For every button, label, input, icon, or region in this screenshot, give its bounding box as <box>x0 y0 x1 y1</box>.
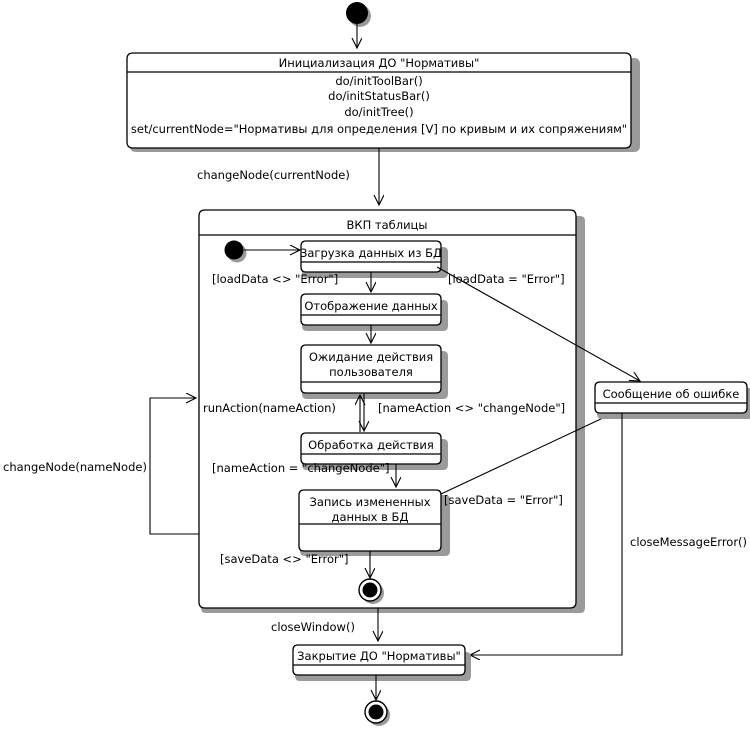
state-wait-action[interactable]: Ожидание действия пользователя <box>300 344 448 399</box>
state-init[interactable]: Инициализация ДО "Нормативы" do/initTool… <box>126 52 640 152</box>
start-node <box>346 2 371 27</box>
state-wait-action-label-line1: Ожидание действия <box>309 350 433 364</box>
state-close[interactable]: Закрытие ДО "Нормативы" <box>292 644 471 681</box>
state-save-data-label-line2: данных в БД <box>332 510 409 524</box>
edge-composite-self-loop <box>149 398 199 535</box>
state-init-action-2: do/initTree() <box>344 105 413 119</box>
state-process-action[interactable]: Обработка действия <box>300 432 448 470</box>
state-wait-action-label-line2: пользователя <box>329 365 413 379</box>
final-node <box>364 700 390 726</box>
inner-start-node <box>224 240 247 263</box>
state-show-data-label: Отображение данных <box>304 299 438 313</box>
state-show-data[interactable]: Отображение данных <box>300 293 448 331</box>
label-runAction: runAction(nameAction) <box>203 401 336 415</box>
state-process-action-label: Обработка действия <box>308 438 434 452</box>
label-loadData-ok: [loadData <> "Error"] <box>212 272 338 286</box>
state-load-data[interactable]: Загрузка данных из БД <box>300 240 448 278</box>
state-init-action-0: do/initToolBar() <box>335 74 422 88</box>
state-close-label: Закрытие ДО "Нормативы" <box>297 649 461 663</box>
state-save-data[interactable]: Запись измененных данных в БД <box>298 489 450 556</box>
label-saveData-ok: [saveData <> "Error"] <box>220 552 349 566</box>
composite-state-title: ВКП таблицы <box>347 218 428 232</box>
label-nameAction-ne: [nameAction <> "changeNode"] <box>378 401 565 415</box>
inner-final-node <box>358 578 384 604</box>
state-init-action-3: set/currentNode="Нормативы для определен… <box>131 122 627 136</box>
label-nameAction-eq: [nameAction = "changeNode"] <box>212 461 389 475</box>
state-init-action-1: do/initStatusBar() <box>328 89 430 103</box>
label-changeNode-currentNode: changeNode(currentNode) <box>197 168 350 182</box>
state-load-data-label: Загрузка данных из БД <box>300 246 442 260</box>
state-error-message[interactable]: Сообщение об ошибке <box>594 381 750 419</box>
label-changeNode-nameNode: changeNode(nameNode) <box>3 460 147 474</box>
label-saveData-err: [saveData = "Error"] <box>444 493 563 507</box>
edge-save-to-error <box>440 410 620 495</box>
label-loadData-err: [loadData = "Error"] <box>448 272 565 286</box>
state-save-data-label-line1: Запись измененных <box>309 495 430 509</box>
edge-error-to-close <box>470 413 623 655</box>
edge-load-to-error <box>436 266 640 381</box>
state-error-message-label: Сообщение об ошибке <box>603 387 740 401</box>
label-closeWindow: closeWindow() <box>271 620 355 634</box>
composite-state-table[interactable]: ВКП таблицы <box>198 209 585 613</box>
state-init-title: Инициализация ДО "Нормативы" <box>279 56 480 70</box>
label-closeMessageError: closeMessageError() <box>630 535 747 549</box>
